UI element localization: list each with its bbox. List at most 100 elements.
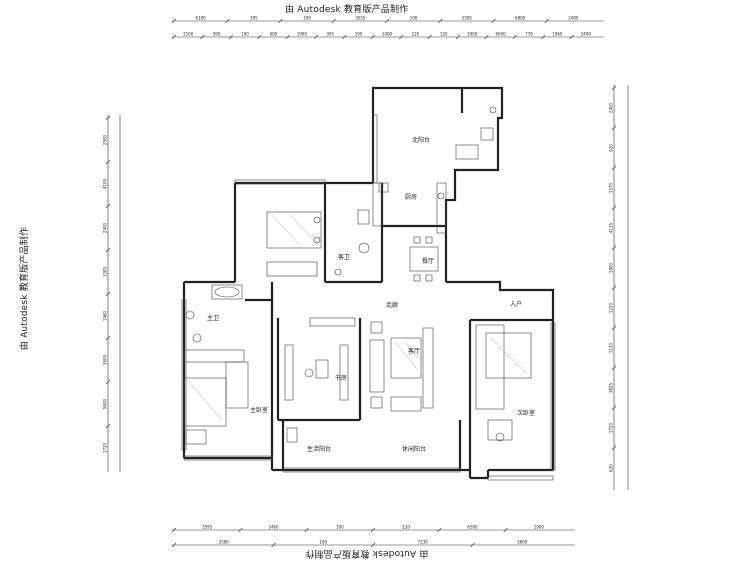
dim-tick-top2-7 [370, 34, 376, 40]
dim-tick-bot1-3 [370, 527, 376, 533]
room-study: 书房 [335, 375, 348, 382]
dim-label-top1-4: 100 [410, 16, 418, 21]
dim-tick-bot2-3 [470, 542, 475, 548]
dim-tick-top1-4 [384, 18, 390, 24]
room-utility-balcony: 生活阳台 [307, 446, 332, 453]
dim-label-right-4: 1900 [609, 262, 614, 273]
dim-tick-left-2 [105, 203, 111, 209]
dim-label-top2-2: 190 [241, 32, 249, 37]
room-entrance: 入户 [510, 301, 523, 308]
interior-details [181, 106, 556, 481]
dim-tick-top1-5 [438, 18, 443, 24]
room-leisure-balcony: 休闲阳台 [402, 446, 427, 453]
dim-label-top1-5: 2595 [462, 16, 473, 21]
dim-tick-right-7 [611, 365, 617, 371]
dim-label-top2-4: 1900 [297, 32, 308, 37]
dim-label-top2-12: 770 [525, 32, 533, 37]
dim-label-top2-13: 1960 [552, 32, 563, 37]
dim-label-top2-8: 120 [412, 32, 420, 37]
dim-label-bot1-2: 100 [336, 525, 344, 530]
dim-tick-right-3 [611, 205, 617, 211]
dim-label-top2-9: 120 [440, 32, 448, 37]
dim-tick-left-1 [105, 159, 111, 165]
dim-label-left-4: 1460 [103, 310, 108, 321]
dim-tick-top2-14 [569, 34, 574, 40]
dim-label-right-6: 1120 [609, 342, 614, 353]
dim-label-top2-1: 395 [213, 32, 221, 37]
dim-label-bot1-4: 6500 [467, 525, 478, 530]
dim-label-bot1-5: 1900 [534, 525, 545, 530]
dim-label-right-9: 620 [609, 464, 614, 472]
dim-label-top2-10: 1900 [467, 32, 478, 37]
dim-tick-bot1-4 [437, 527, 442, 533]
dim-tick-left-7 [105, 423, 111, 429]
dim-label-top1-3: 3055 [355, 16, 366, 21]
dim-label-top2-0: 2100 [183, 32, 194, 37]
dim-tick-right-0 [611, 85, 617, 91]
dim-label-top2-6: 190 [355, 32, 363, 37]
room-guest-bath: 客卫 [338, 254, 351, 261]
dim-label-right-2: 1570 [609, 182, 614, 193]
dim-label-right-7: 3825 [609, 382, 614, 393]
room-dining: 餐厅 [422, 258, 435, 265]
dim-label-bot1-0: 3595 [202, 525, 213, 530]
dim-label-left-7: 1720 [103, 442, 108, 453]
dim-label-top2-11: 6600 [496, 32, 507, 37]
dim-tick-right-8 [611, 405, 617, 411]
dim-tick-bot1-2 [304, 527, 309, 533]
dim-tick-top2-11 [484, 34, 489, 40]
dim-tick-top2-5 [313, 34, 319, 40]
dim-tick-top2-10 [455, 34, 461, 40]
dim-label-bot2-3: 3600 [517, 540, 528, 545]
dim-label-left-5: 3600 [103, 354, 108, 365]
room-master-bed: 主卧室 [250, 407, 269, 414]
dim-tick-bot1-5 [503, 527, 508, 533]
dim-label-top1-2: 190 [303, 16, 311, 21]
dim-label-left-3: 1285 [103, 266, 108, 277]
dim-tick-right-4 [611, 245, 617, 251]
dim-label-top2-14: 2400 [581, 32, 592, 37]
dim-tick-bot2-1 [271, 542, 276, 548]
dim-label-right-0: 2400 [609, 102, 614, 113]
room-second-bed: 次卧室 [517, 410, 536, 417]
dim-label-left-0: 2500 [103, 134, 108, 145]
dim-tick-top2-12 [512, 34, 518, 40]
dim-label-right-1: 920 [609, 144, 614, 152]
room-master-bath: 主卫 [207, 315, 220, 322]
hatching [188, 214, 527, 421]
dim-tick-top2-13 [540, 34, 546, 40]
dim-label-top1-1: 395 [250, 16, 258, 21]
dim-label-top1-7: 2400 [568, 16, 579, 21]
dim-label-bot1-1: 2460 [268, 525, 279, 530]
room-kitchen: 厨房 [405, 194, 418, 201]
dim-label-top1-0: 6100 [196, 16, 207, 21]
room-living: 客厅 [408, 348, 421, 355]
dim-tick-top2-0 [171, 34, 177, 40]
dim-label-bot1-3: 120 [402, 525, 410, 530]
dim-label-right-3: 4135 [609, 222, 614, 233]
dim-label-left-1: 4100 [103, 178, 108, 189]
dim-tick-top2-9 [427, 34, 432, 40]
dim-tick-bot1-1 [238, 527, 243, 533]
dim-tick-top2-2 [228, 34, 234, 40]
walls [182, 86, 555, 480]
dim-tick-right-5 [611, 285, 617, 291]
dim-label-top2-5: 395 [326, 32, 334, 37]
dim-tick-top1-0 [171, 18, 177, 24]
dim-tick-right-2 [611, 165, 617, 171]
dim-tick-left-4 [105, 291, 111, 297]
dim-tick-right-9 [611, 445, 617, 451]
dim-tick-top2-4 [285, 34, 290, 40]
dim-tick-bot2-0 [171, 542, 177, 548]
dim-label-top2-7: 1000 [382, 32, 393, 37]
dim-label-top1-6: 6800 [515, 16, 526, 21]
dim-tick-right-6 [611, 325, 617, 331]
dim-label-right-5: 1220 [609, 302, 614, 313]
room-north-balcony: 北阳台 [412, 137, 431, 144]
dim-tick-top2-8 [398, 34, 404, 40]
dim-tick-bot2-2 [370, 542, 376, 548]
dim-tick-bot1-0 [171, 527, 177, 533]
dim-tick-left-5 [105, 335, 111, 341]
dim-tick-top1-2 [278, 18, 283, 24]
